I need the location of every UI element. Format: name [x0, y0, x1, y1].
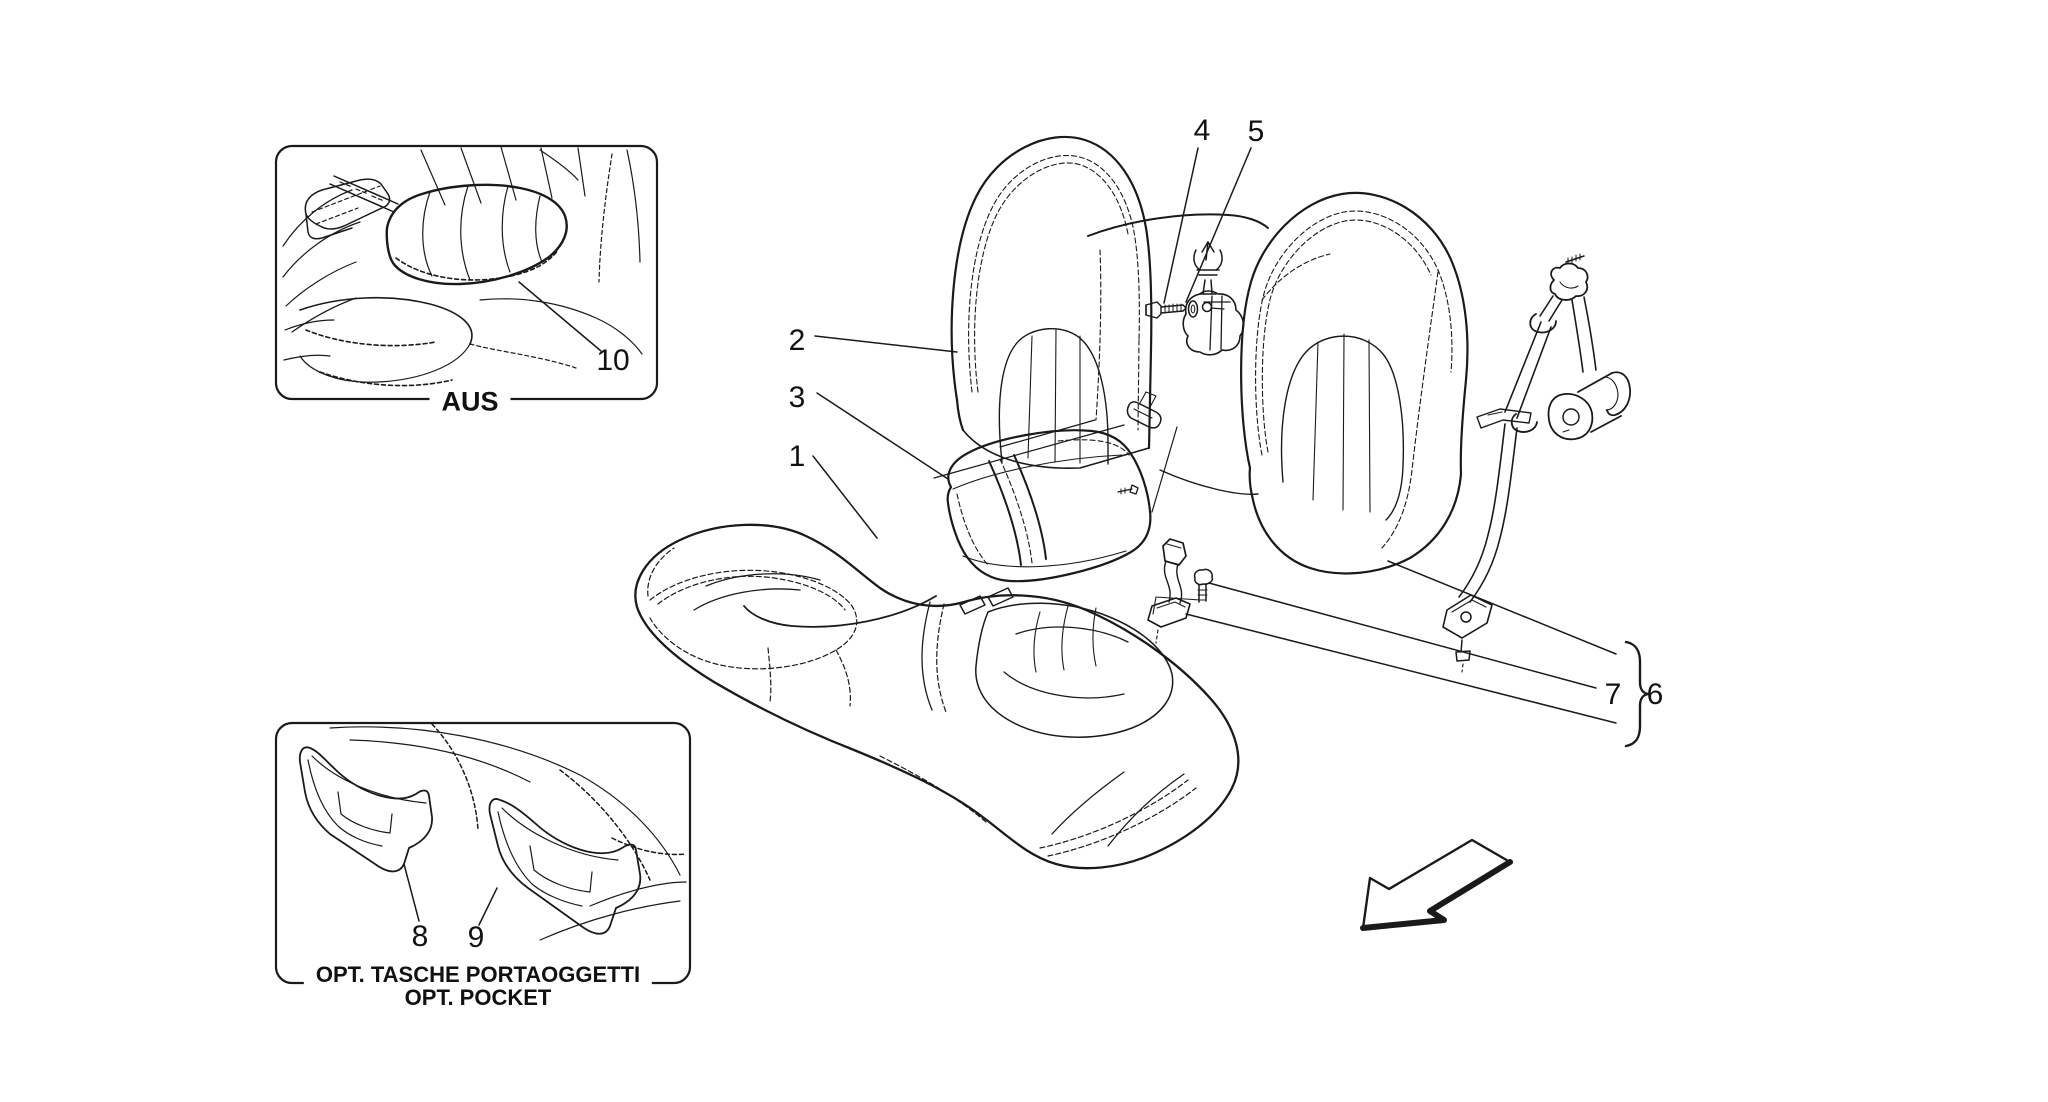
leader-6-top	[1387, 560, 1617, 655]
belt-slot	[1126, 391, 1162, 429]
leader-2	[814, 335, 958, 353]
right-backrest-drawing	[1240, 191, 1469, 575]
group-brace	[1624, 640, 1650, 748]
aus-inset-drawing	[282, 146, 643, 387]
leader-7	[1208, 582, 1597, 689]
direction-arrow-icon	[1360, 838, 1513, 931]
leader-6-bottom	[1185, 613, 1617, 724]
part-label-4: 4	[1193, 114, 1211, 147]
part-label-5: 5	[1247, 115, 1265, 148]
buckle-drawing	[1147, 538, 1214, 644]
center-panel-drawing	[933, 213, 1269, 513]
leader-9	[478, 887, 498, 926]
leader-10	[518, 281, 602, 352]
leader-3	[816, 392, 949, 480]
leader-1	[812, 455, 878, 539]
part-label-6: 6	[1646, 678, 1664, 711]
part-label-1: 1	[788, 440, 806, 473]
armrest-cushion-10	[385, 183, 568, 286]
inset-caption-aus: AUS	[429, 385, 511, 419]
leader-8	[403, 863, 420, 922]
bolt-7	[1193, 568, 1214, 603]
inset-caption-pockets-line1: OPT. TASCHE PORTAOGGETTI	[303, 961, 653, 989]
part-label-10: 10	[596, 344, 630, 377]
inset-caption-pockets-line2: OPT. POCKET	[404, 985, 552, 1010]
washer-5	[1187, 300, 1225, 318]
part-label-2: 2	[788, 324, 806, 357]
pocket-tray-8	[298, 746, 433, 873]
part-label-8: 8	[411, 920, 429, 953]
left-backrest-drawing	[950, 135, 1153, 470]
leader-4	[1163, 147, 1199, 304]
part-label-7: 7	[1604, 678, 1622, 711]
part-label-3: 3	[788, 381, 806, 414]
pockets-inset-drawing	[298, 723, 687, 941]
bolt-4	[1145, 301, 1187, 319]
bench-cushion-drawing	[634, 523, 1240, 870]
leader-5	[1185, 147, 1252, 303]
seatbelt-assembly-drawing	[1442, 253, 1631, 673]
armrest-drawing	[946, 429, 1152, 583]
pocket-tray-9	[488, 798, 642, 935]
leader-lines	[812, 147, 1617, 724]
part-label-9: 9	[467, 921, 485, 954]
